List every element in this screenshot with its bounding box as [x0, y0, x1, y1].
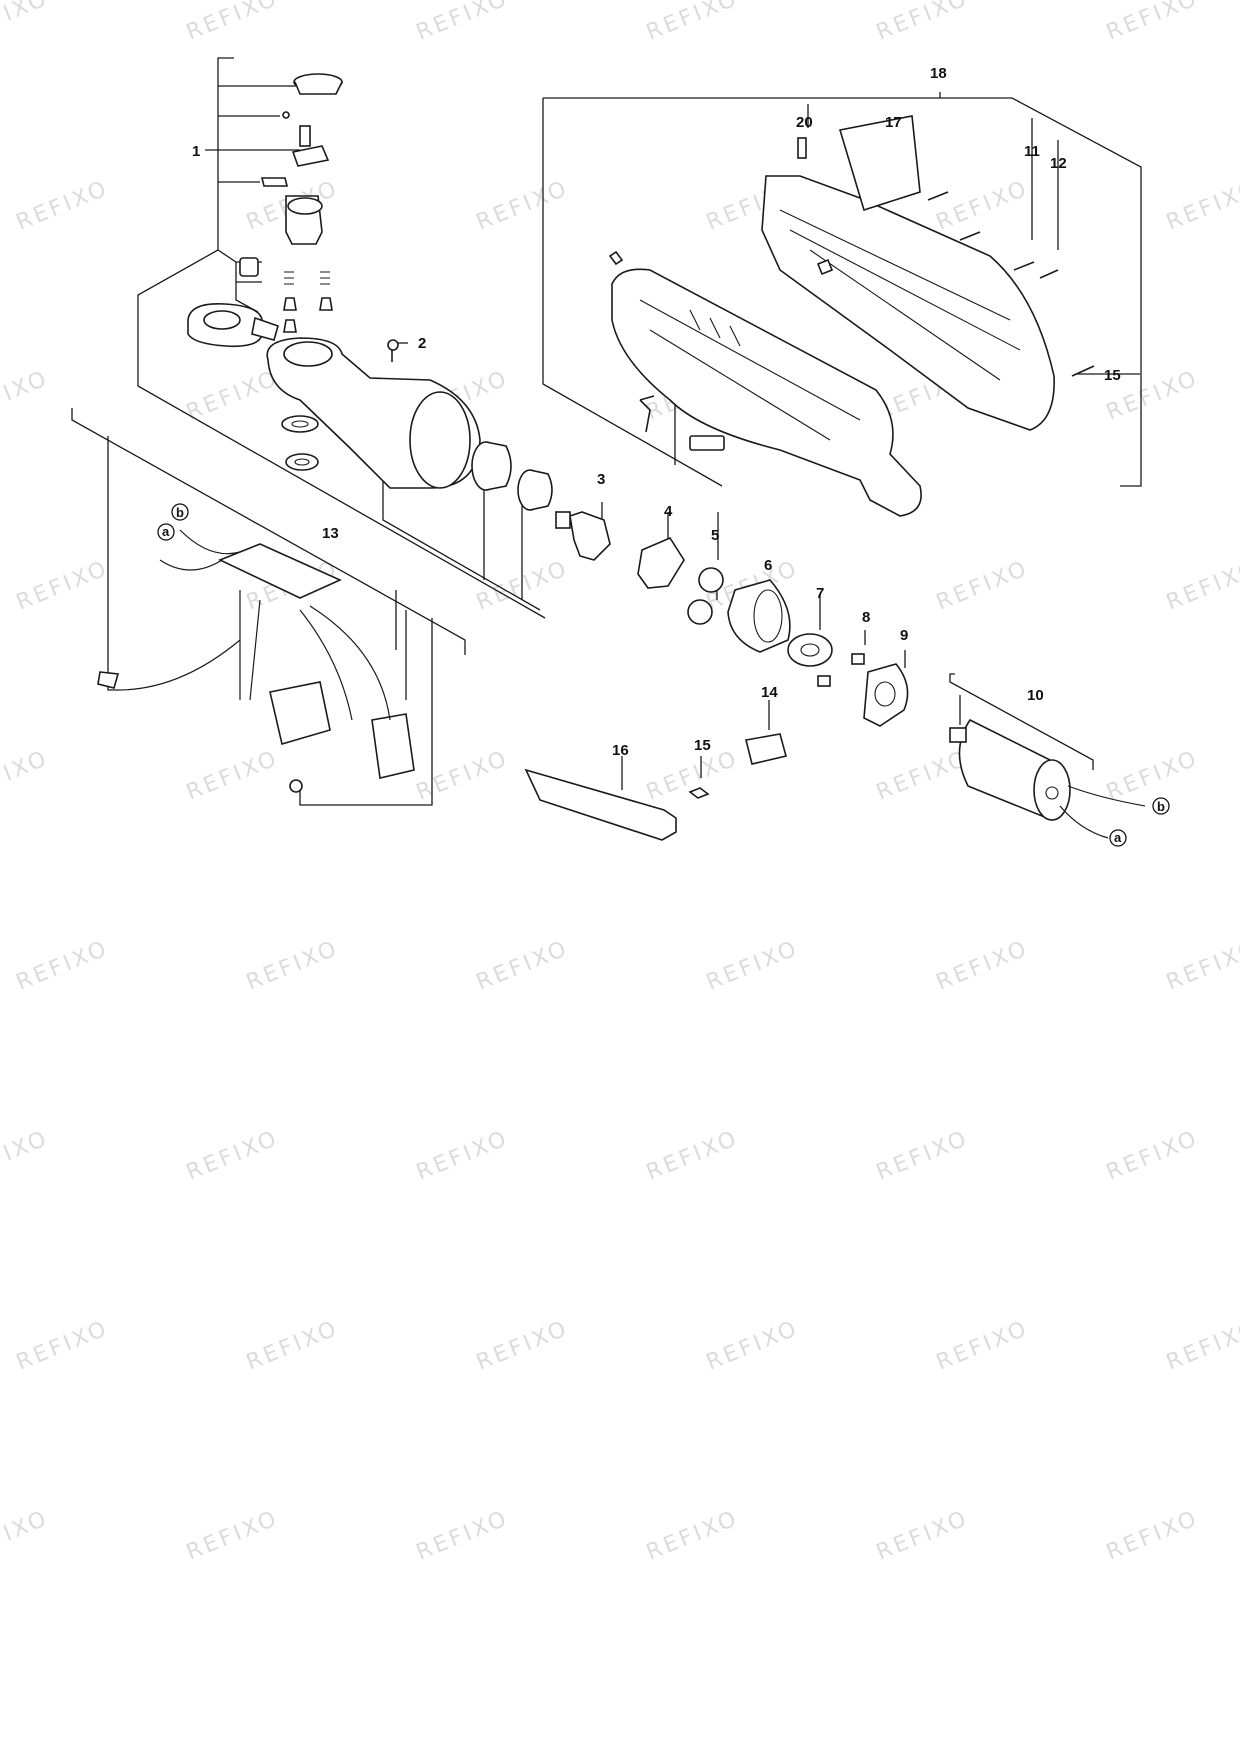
watermark-text: REFIXO [873, 0, 973, 46]
watermark-text: REFIXO [1163, 556, 1240, 616]
watermark-text: REFIXO [413, 1126, 513, 1186]
ratchet-yoke-ring [187, 303, 279, 348]
callout-3: 3 [597, 471, 605, 488]
watermark-text: REFIXO [0, 746, 52, 806]
callout-15b: 15 [694, 737, 711, 754]
watermark-text: REFIXO [1103, 746, 1203, 806]
watermark-text: REFIXO [473, 1316, 573, 1376]
screws [608, 191, 1095, 433]
watermark-text: REFIXO [1163, 936, 1240, 996]
bearings [471, 441, 553, 511]
callout-10: 10 [1027, 687, 1044, 704]
callout-11: 11 [1024, 143, 1040, 160]
watermark-text: REFIXO [13, 1316, 113, 1376]
callout-2: 2 [418, 335, 426, 352]
watermark-text: REFIXO [933, 1316, 1033, 1376]
watermark-text: REFIXO [13, 176, 113, 236]
connector-markers: a b a b [157, 503, 1170, 847]
housing-half-inner [761, 115, 1055, 431]
watermark-text: REFIXO [183, 0, 283, 46]
watermark-text: REFIXO [413, 1506, 513, 1566]
svg-text:b: b [1157, 799, 1165, 814]
watermark-text: REFIXO [933, 176, 1033, 236]
connector-a-right: a [1109, 829, 1127, 847]
watermark-text: REFIXO [243, 1316, 343, 1376]
callout-5: 5 [711, 527, 719, 544]
watermark-text: REFIXO [1103, 1506, 1203, 1566]
watermark-text: REFIXO [473, 176, 573, 236]
callout-13: 13 [322, 525, 339, 542]
svg-text:a: a [162, 524, 170, 539]
callout-1: 1 [192, 143, 200, 160]
watermark-text: REFIXO [873, 746, 973, 806]
motor-housing-half [611, 268, 922, 517]
watermark-text: REFIXO [873, 1126, 973, 1186]
watermark-text: REFIXO [413, 746, 513, 806]
watermark-text: REFIXO [243, 936, 343, 996]
watermark-text: REFIXO [183, 746, 283, 806]
watermark-text: REFIXO [0, 366, 52, 426]
callout-4: 4 [664, 503, 673, 520]
watermark-text: REFIXO [1163, 1316, 1240, 1376]
callout-20: 20 [796, 114, 813, 131]
anvil-shaft [555, 511, 611, 561]
callout-8: 8 [862, 609, 870, 626]
watermark-text: REFIXO [873, 1506, 973, 1566]
watermark-text: REFIXO [1163, 176, 1240, 236]
watermark-text: REFIXO [13, 936, 113, 996]
watermark-text: REFIXO [183, 1126, 283, 1186]
callout-6: 6 [764, 557, 772, 574]
watermark-text: REFIXO [13, 556, 113, 616]
watermark-text: REFIXO [933, 556, 1033, 616]
watermark-text: REFIXO [413, 0, 513, 46]
watermark-text: REFIXO [703, 936, 803, 996]
callout-9: 9 [900, 627, 908, 644]
callout-labels: 1 2 3 4 5 6 7 8 9 10 11 12 13 14 15 15 1… [192, 65, 1121, 759]
watermark-text: REFIXO [643, 1506, 743, 1566]
watermark-text: REFIXO [183, 366, 283, 426]
watermark-text: REFIXO [0, 1126, 52, 1186]
watermark-text: REFIXO [643, 0, 743, 46]
switch-harness [97, 529, 415, 793]
ratchet-head-assembly [239, 73, 343, 333]
callout-17: 17 [885, 114, 902, 131]
callout-18: 18 [930, 65, 947, 82]
callout-16: 16 [612, 742, 629, 759]
bracket-lines [71, 57, 1142, 806]
callout-7: 7 [816, 585, 824, 602]
ratchet-head-housing [266, 337, 481, 489]
connector-a-left: a [157, 523, 175, 541]
watermark-text: REFIXO [0, 1506, 52, 1566]
watermark-text: REFIXO [643, 746, 743, 806]
svg-text:b: b [176, 505, 184, 520]
watermark-text: REFIXO [473, 936, 573, 996]
callout-15a: 15 [1104, 367, 1121, 384]
watermark-text: REFIXO [183, 1506, 283, 1566]
accessory-parts [524, 733, 787, 841]
motor [949, 718, 1146, 839]
svg-text:a: a [1114, 830, 1122, 845]
connector-b-right: b [1152, 797, 1170, 815]
watermark-text: REFIXO [0, 0, 52, 46]
connector-b-left: b [171, 503, 189, 521]
watermark-text: REFIXO [643, 1126, 743, 1186]
callout-12: 12 [1050, 155, 1067, 172]
gearbox-parts [637, 536, 909, 727]
watermark-text: REFIXO [1103, 1126, 1203, 1186]
callout-14: 14 [761, 684, 778, 701]
watermark-text: REFIXO [933, 936, 1033, 996]
watermark-text: REFIXO [703, 1316, 803, 1376]
watermark-text: REFIXO [1103, 0, 1203, 46]
